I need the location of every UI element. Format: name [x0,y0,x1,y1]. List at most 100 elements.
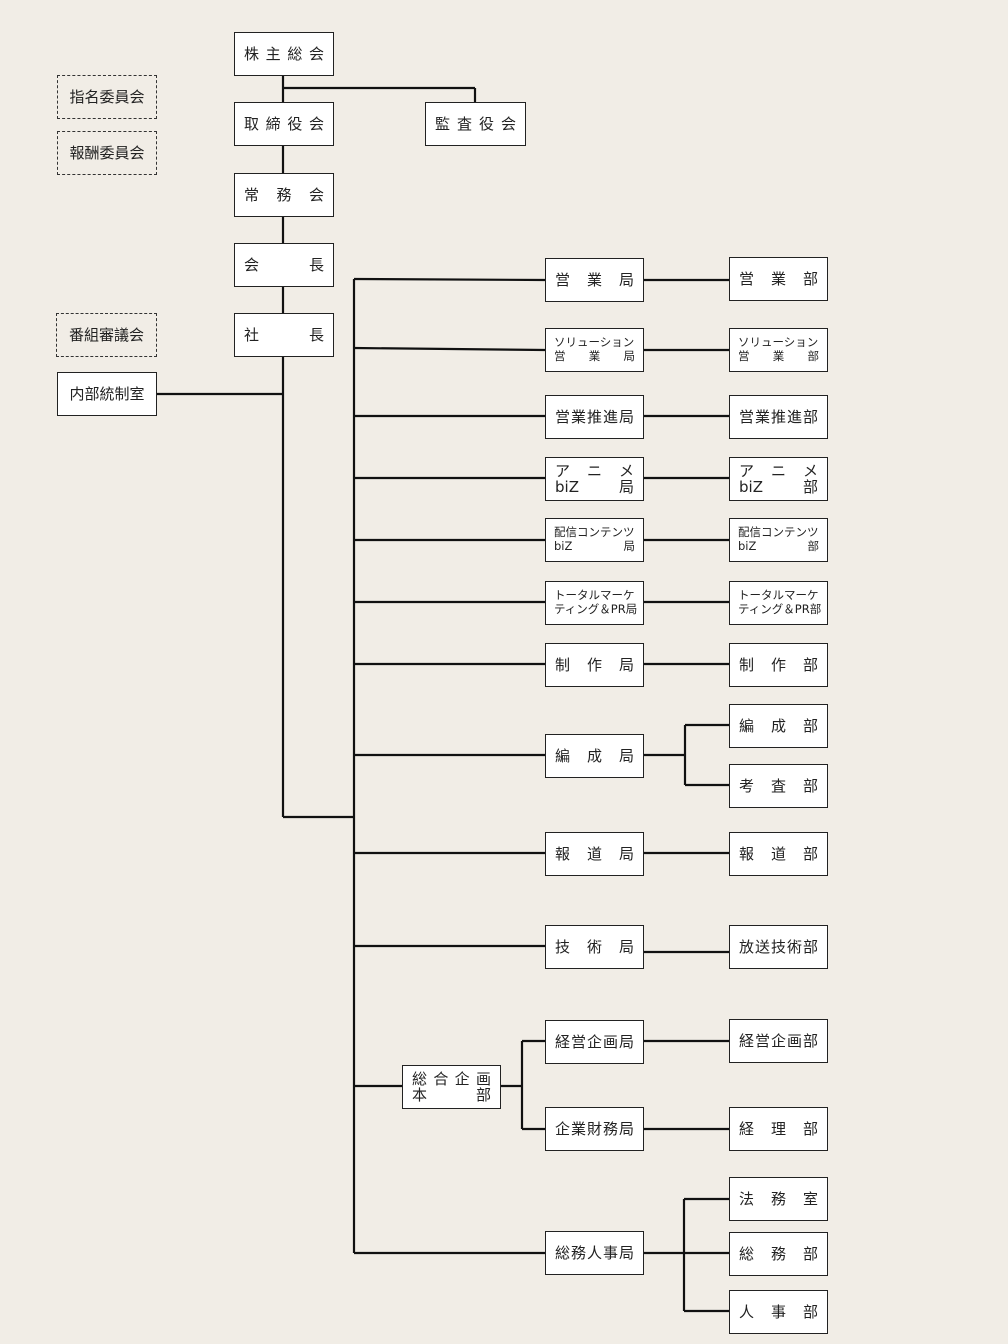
label-char: 部 [802,844,818,863]
box-label-line: 人事部 [739,1304,818,1321]
label-char: 局 [618,844,634,863]
label-char: ニ [770,461,786,480]
label-char: 道 [586,844,602,863]
department-box: 経営企画部 [729,1019,828,1063]
label-char: 画 [475,1069,491,1088]
label-char: 術 [786,937,802,956]
label-char: 法 [739,1189,755,1208]
box-label-line: 経営企画部 [739,1033,818,1050]
label-char: 局 [623,539,636,553]
label-char: 合 [433,1069,449,1088]
label-char: 業 [588,349,601,363]
box-label-line: 配信コンテンツ [554,526,635,540]
label-char: 企 [555,1119,571,1138]
label-char: 作 [586,655,602,674]
box-label-line: 企業財務局 [555,1121,634,1138]
label-char: メ [618,461,634,480]
department-box: 制作部 [729,643,828,687]
box-label: 報酬委員会 [69,143,145,162]
box-label-line: トータルマーケ [738,589,819,603]
label-char: 技 [770,937,786,956]
box-label-line: 営業局 [555,272,634,289]
box-label-line: アニメ [555,461,634,480]
box-label-line: 営業部 [738,349,820,364]
box-label-line1: 総合企画 [412,1069,491,1088]
box-label: 監査役会 [435,116,516,133]
label-char: 財 [586,1119,602,1138]
label-char: 室 [802,1189,818,1208]
label-char: 部 [802,478,818,496]
box-label: 社長 [244,327,324,344]
label-char: 営 [754,1031,770,1050]
label-char: 送 [754,937,770,956]
label-char: 局 [618,1032,634,1051]
label-char: 事 [770,1302,786,1321]
department-box: 考査部 [729,764,828,808]
label-char: 報 [739,844,755,863]
label-char: 制 [739,655,755,674]
internal-control-box: 内部統制室 [57,372,157,416]
label-char: 部 [807,349,820,363]
box-label-line: 編成部 [739,718,818,735]
label-char: 営 [554,349,566,363]
label-char: 務 [570,1243,586,1262]
bureau-box: トータルマーケティング＆PR局 [545,581,644,625]
box-label-line: 営業推進部 [739,409,818,426]
label-char: 企 [770,1031,786,1050]
box-label-line: 編成局 [555,748,634,765]
board-of-directors-box: 取締役会 [234,102,334,146]
program-council-box: 番組審議会 [56,313,157,357]
label-char: 役 [478,114,494,133]
box-label: 常務会 [244,187,324,204]
label-char: 総 [739,1244,755,1263]
label-char: 道 [770,844,786,863]
box-label-line: 配信コンテンツ [738,526,819,540]
box-label: 株主総会 [244,46,324,63]
label-text: ソリューション [738,335,819,350]
label-char: 部 [802,269,818,288]
label-char: ニ [586,461,602,480]
box-label-line: 考査部 [739,778,818,795]
bureau-box: 技術局 [545,925,644,969]
label-char: 進 [786,407,802,426]
label-char: 部 [802,1119,818,1138]
label-char: 進 [602,407,618,426]
label-char: 編 [555,746,571,765]
bureau-box: 経営企画局 [545,1020,644,1064]
box-label: 番組審議会 [68,325,144,344]
label-char: 編 [739,716,755,735]
label-char: 会 [500,114,516,133]
bureau-box: 報道局 [545,832,644,876]
label-char: 企 [586,1032,602,1051]
president-box: 社長 [234,313,334,357]
label-char: 部 [802,1031,818,1050]
label-char: 理 [770,1119,786,1138]
box-label-line: 総務部 [739,1246,818,1263]
label-char: 部 [802,1302,818,1321]
label-text: 配信コンテンツ [554,525,635,540]
box-label-line: biZ 局 [554,539,636,554]
label-char: 営 [738,349,750,363]
label-char: 人 [586,1243,602,1262]
corporate-planning-hq-box: 総合企画 本部 [402,1065,501,1109]
label-char: 経 [739,1119,755,1138]
label-char: 会 [308,44,324,63]
label-char: 業 [570,1119,586,1138]
label-char: 企 [454,1069,470,1088]
label-char: 制 [555,655,571,674]
label-char: 局 [618,1119,634,1138]
label-char: 務 [770,1244,786,1263]
label-char: biZ [555,478,579,496]
label-char: 営 [555,407,571,426]
label-char: 業 [772,349,785,363]
label-text: 配信コンテンツ [738,525,819,540]
box-label-line: 総務人事局 [555,1245,634,1262]
box-label-line: 制作部 [739,657,818,674]
label-char: 局 [618,655,634,674]
label-char: 締 [265,114,281,133]
label-char: biZ [554,539,573,553]
label-char: 局 [618,1243,634,1262]
label-char: biZ [739,478,763,496]
box-label: 内部統制室 [69,384,145,403]
